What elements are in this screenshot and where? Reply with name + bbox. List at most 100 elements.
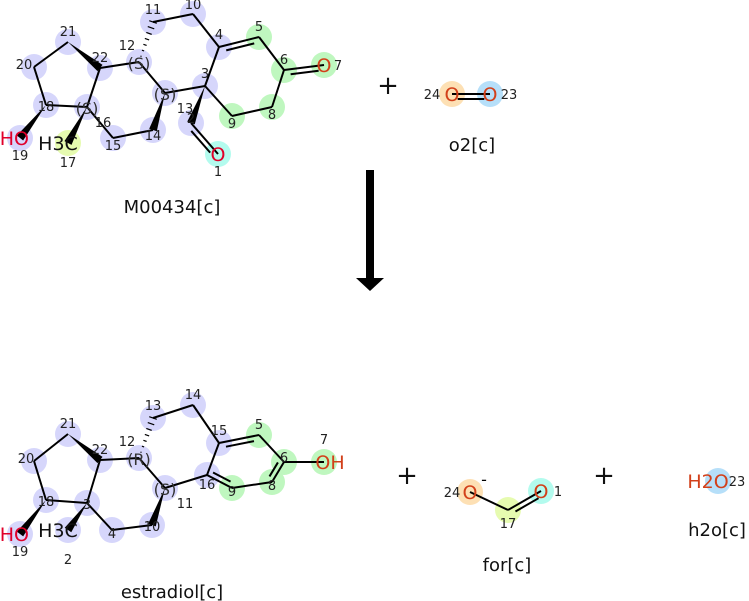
m00434-atom-19-label: HO <box>0 128 29 150</box>
m00434-bond-20-21 <box>33 41 69 68</box>
formate-atom-1-number: 1 <box>554 485 562 500</box>
m00434-bond-12-22 <box>99 61 140 69</box>
estradiol-atom-12-label: (R) <box>127 450 151 469</box>
m00434-bond-21-22 <box>68 42 103 72</box>
m00434-atom-14-number: 14 <box>145 129 162 144</box>
m00434-atom-2-number: 2 <box>187 112 195 127</box>
formate-atom-24-number: 24 <box>444 486 461 501</box>
m00434-atom-1-number: 1 <box>214 165 222 180</box>
molecule-name-h2o: h2o[c] <box>688 520 746 541</box>
estradiol-bond-12-22 <box>99 457 140 461</box>
formate-atom-17-number: 17 <box>500 517 517 532</box>
m00434-atom-3-number: 3 <box>201 67 209 82</box>
estradiol-atom-20-number: 20 <box>18 452 35 467</box>
m00434-bond-9-3 <box>204 85 233 117</box>
m00434-atom-19-number: 19 <box>12 149 29 164</box>
m00434-atom-13-label: (S) <box>154 85 177 104</box>
m00434-bond-18-16 <box>45 104 88 108</box>
formate-atom-1-label: O <box>534 481 549 503</box>
m00434-bond-3-4 <box>204 46 220 87</box>
m00434-atom-6-number: 6 <box>280 53 288 68</box>
estradiol-bond-9-16 <box>206 474 233 489</box>
estradiol-bond-9-16-second <box>212 471 232 483</box>
m00434-atom-8-number: 8 <box>268 108 276 123</box>
m00434-atom-1-label: O <box>211 144 226 166</box>
estradiol-bond-4-10 <box>111 524 153 531</box>
m00434-bond-18-19 <box>16 105 46 141</box>
m00434-atom-10-number: 10 <box>185 0 202 13</box>
m00434-bond-4-5-second <box>225 42 255 52</box>
m00434-bond-16-17 <box>64 107 87 145</box>
m00434-bond-16-15 <box>86 106 114 139</box>
estradiol-bond-18-19 <box>16 500 46 537</box>
m00434-atom-13-number: 13 <box>177 102 194 117</box>
m00434-bond-11-10 <box>152 13 194 23</box>
estradiol-bond-20-21 <box>33 433 69 462</box>
estradiol-bond-6-8-second <box>268 461 279 477</box>
m00434-atom-18-number: 18 <box>38 100 55 115</box>
plus-sign-top: + <box>377 71 399 101</box>
m00434-bond-6-7-second <box>290 69 319 76</box>
reaction-arrow <box>356 170 384 291</box>
estradiol-atom-18-number: 18 <box>38 495 55 510</box>
h2o-atom-23-highlight <box>705 468 731 494</box>
m00434-bond-2-1 <box>190 122 219 155</box>
m00434-atom-17-label: H3C <box>38 133 78 155</box>
estradiol-bond-13-14 <box>152 404 194 419</box>
estradiol-bond-20-18 <box>33 460 47 501</box>
estradiol-atom-7-number: 7 <box>320 433 328 448</box>
m00434-bond-20-18 <box>33 66 47 106</box>
estradiol-atom-3-number: 3 <box>83 498 91 513</box>
molecule-name-m00434: M00434[c] <box>124 197 221 218</box>
m00434-atom-17-number: 17 <box>60 156 77 171</box>
estradiol-atom-6-number: 6 <box>280 451 288 466</box>
estradiol-atom-10-number: 10 <box>144 520 161 535</box>
molecule-name-formate: for[c] <box>483 555 532 576</box>
h2o-atom-23-number: 23 <box>729 475 746 490</box>
estradiol-atom-8-number: 8 <box>268 479 276 494</box>
charge-label: - <box>481 470 487 489</box>
m00434-atom-11-number: 11 <box>145 3 162 18</box>
m00434-atom-7-number: 7 <box>334 59 342 74</box>
m00434-atom-7-label: O <box>317 55 332 77</box>
m00434-bond-8-9 <box>231 106 273 117</box>
formate-atom-24-label: O <box>463 482 478 504</box>
estradiol-bond-16-15 <box>206 442 220 476</box>
o2-atom-24-number: 24 <box>424 88 441 103</box>
estradiol-bond-3-2 <box>64 503 87 533</box>
estradiol-bond-14-15 <box>192 404 220 444</box>
estradiol-bond-21-22 <box>68 434 103 464</box>
estradiol-atom-2-number: 2 <box>64 553 72 568</box>
estradiol-bond-8-9 <box>231 481 273 489</box>
estradiol-atom-11-number: 11 <box>177 497 194 512</box>
m00434-bond-16-22 <box>86 67 101 108</box>
m00434-bond-3-2 <box>187 86 205 125</box>
m00434-bond-4-5 <box>218 36 260 48</box>
estradiol-atom-14-number: 14 <box>185 388 202 403</box>
estradiol-atom-13-number: 13 <box>145 399 162 414</box>
o2-atom-23-number: 23 <box>501 88 518 103</box>
m00434-bond-6-7 <box>283 64 325 71</box>
estradiol-atom-2-label: H3C <box>38 520 78 542</box>
estradiol-atom-11-label: (S) <box>154 480 177 499</box>
plus-sign-bottom-2: + <box>593 461 615 491</box>
formate-bond-17-1 <box>507 490 542 511</box>
m00434-bond-10-4 <box>192 13 220 48</box>
estradiol-bond-15-5 <box>218 434 260 444</box>
estradiol-bond-6-8 <box>271 461 285 483</box>
molecule-name-o2: o2[c] <box>449 135 495 156</box>
m00434-atom-12-label: (S) <box>128 54 151 73</box>
m00434-bond-6-8 <box>271 69 285 108</box>
m00434-atom-15-number: 15 <box>105 139 122 154</box>
estradiol-atom-15-number: 15 <box>211 424 228 439</box>
m00434-bond-13-14 <box>149 93 165 132</box>
estradiol-atom-4-number: 4 <box>108 527 116 542</box>
m00434-atom-16-number: 16 <box>95 116 112 131</box>
molecule-name-estradiol: estradiol[c] <box>121 582 223 601</box>
m00434-atom-4-number: 4 <box>215 28 223 43</box>
estradiol-atom-9-number: 9 <box>228 485 236 500</box>
h2o-atom-23-label: H2O <box>687 471 728 493</box>
o2-atom-23-label: O <box>483 84 498 106</box>
estradiol-bond-11-10 <box>148 488 165 527</box>
